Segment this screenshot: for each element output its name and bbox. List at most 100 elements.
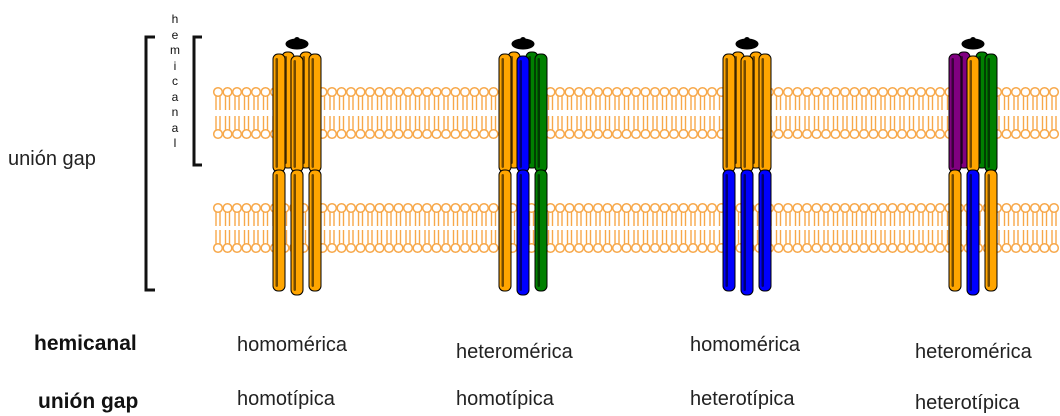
lipid-tail — [910, 230, 914, 244]
lipid-tail — [672, 96, 676, 110]
lipid-head — [1050, 130, 1059, 139]
lipid-tail — [682, 230, 686, 244]
lipid-head — [917, 130, 926, 139]
lipid-head — [660, 88, 669, 97]
lipid-tail — [482, 230, 486, 244]
lipid-tail — [568, 116, 572, 130]
lipid-tail — [463, 96, 467, 110]
connexin-subunit — [309, 170, 321, 291]
connexin-subunit — [723, 54, 735, 172]
lipid-tail — [663, 116, 667, 130]
lipid-head — [575, 88, 584, 97]
lipid-tail — [235, 212, 239, 226]
lipid-head — [214, 204, 223, 213]
lipid-head — [793, 130, 802, 139]
lipid-tail — [900, 96, 904, 110]
lipid-tail — [786, 230, 790, 244]
lipid-head — [366, 88, 375, 97]
lipid-tail — [1043, 116, 1047, 130]
lipid-head — [679, 244, 688, 253]
lipid-tail — [615, 212, 619, 226]
lipid-tail — [682, 116, 686, 130]
connexin-subunit — [517, 170, 529, 295]
lipid-tail — [653, 116, 657, 130]
lipid-tail — [264, 212, 268, 226]
lipid-tail — [710, 96, 714, 110]
lipid-tail — [843, 116, 847, 130]
lipid-head — [432, 88, 441, 97]
lipid-tail — [340, 96, 344, 110]
lipid-tail — [824, 230, 828, 244]
lipid-tail — [881, 212, 885, 226]
vertical-letter: l — [168, 136, 182, 152]
lipid-tail — [1033, 96, 1037, 110]
lipid-tail — [463, 212, 467, 226]
subunit-body — [759, 170, 771, 291]
lipid-tail — [938, 96, 942, 110]
lipid-head — [698, 130, 707, 139]
lipid-bilayer — [214, 88, 1059, 139]
lipid-tail — [653, 96, 657, 110]
lipid-tail — [359, 230, 363, 244]
lipid-tail — [606, 96, 610, 110]
lipid-head — [1040, 244, 1049, 253]
lipid-head — [375, 130, 384, 139]
row-header-hemichannel: hemicanal — [34, 332, 137, 356]
lipid-head — [603, 130, 612, 139]
lipid-head — [480, 204, 489, 213]
lipid-tail — [929, 96, 933, 110]
lipid-head — [1040, 204, 1049, 213]
lipid-head — [822, 204, 831, 213]
lipid-tail — [862, 116, 866, 130]
lipid-tail — [891, 230, 895, 244]
lipid-tail — [444, 230, 448, 244]
lipid-head — [936, 130, 945, 139]
lipid-head — [223, 88, 232, 97]
lipid-tail — [805, 212, 809, 226]
subunit-highlight — [502, 174, 505, 287]
subunit-body — [759, 54, 771, 172]
subunit-body — [273, 54, 285, 172]
junction-type-2: homotípica — [456, 388, 554, 411]
lipid-tail — [454, 212, 458, 226]
lipid-tail — [634, 116, 638, 130]
lipid-tail — [226, 116, 230, 130]
lipid-head — [451, 204, 460, 213]
lipid-bilayers — [214, 88, 1059, 253]
lipid-head — [689, 130, 698, 139]
lipid-head — [850, 130, 859, 139]
lipid-tail — [330, 230, 334, 244]
vertical-letter: i — [168, 59, 182, 75]
lipid-tail — [682, 96, 686, 110]
lipid-head — [651, 130, 660, 139]
lipid-head — [565, 88, 574, 97]
lipid-tail — [482, 116, 486, 130]
lipid-tail — [596, 96, 600, 110]
lipid-tail — [549, 212, 553, 226]
lipid-head — [356, 88, 365, 97]
lipid-head — [1012, 88, 1021, 97]
lipid-head — [584, 244, 593, 253]
connexin-subunit — [759, 54, 771, 172]
lipid-tail — [558, 212, 562, 226]
subunit-body — [517, 170, 529, 295]
lipid-head — [594, 204, 603, 213]
cap-subunit-end — [964, 40, 970, 46]
connexin-subunit — [985, 54, 997, 172]
lipid-tail — [216, 212, 220, 226]
lipid-tail — [701, 212, 705, 226]
lipid-head — [480, 88, 489, 97]
lipid-tail — [359, 212, 363, 226]
lipid-tail — [919, 116, 923, 130]
lipid-head — [898, 244, 907, 253]
lipid-head — [242, 244, 251, 253]
lipid-tail — [606, 230, 610, 244]
lipid-head — [793, 204, 802, 213]
lipid-head — [423, 244, 432, 253]
subunit-highlight — [276, 174, 279, 287]
lipid-tail — [634, 96, 638, 110]
lipid-tail — [843, 212, 847, 226]
lipid-head — [366, 244, 375, 253]
lipid-tail — [691, 116, 695, 130]
lipid-tail — [1033, 212, 1037, 226]
